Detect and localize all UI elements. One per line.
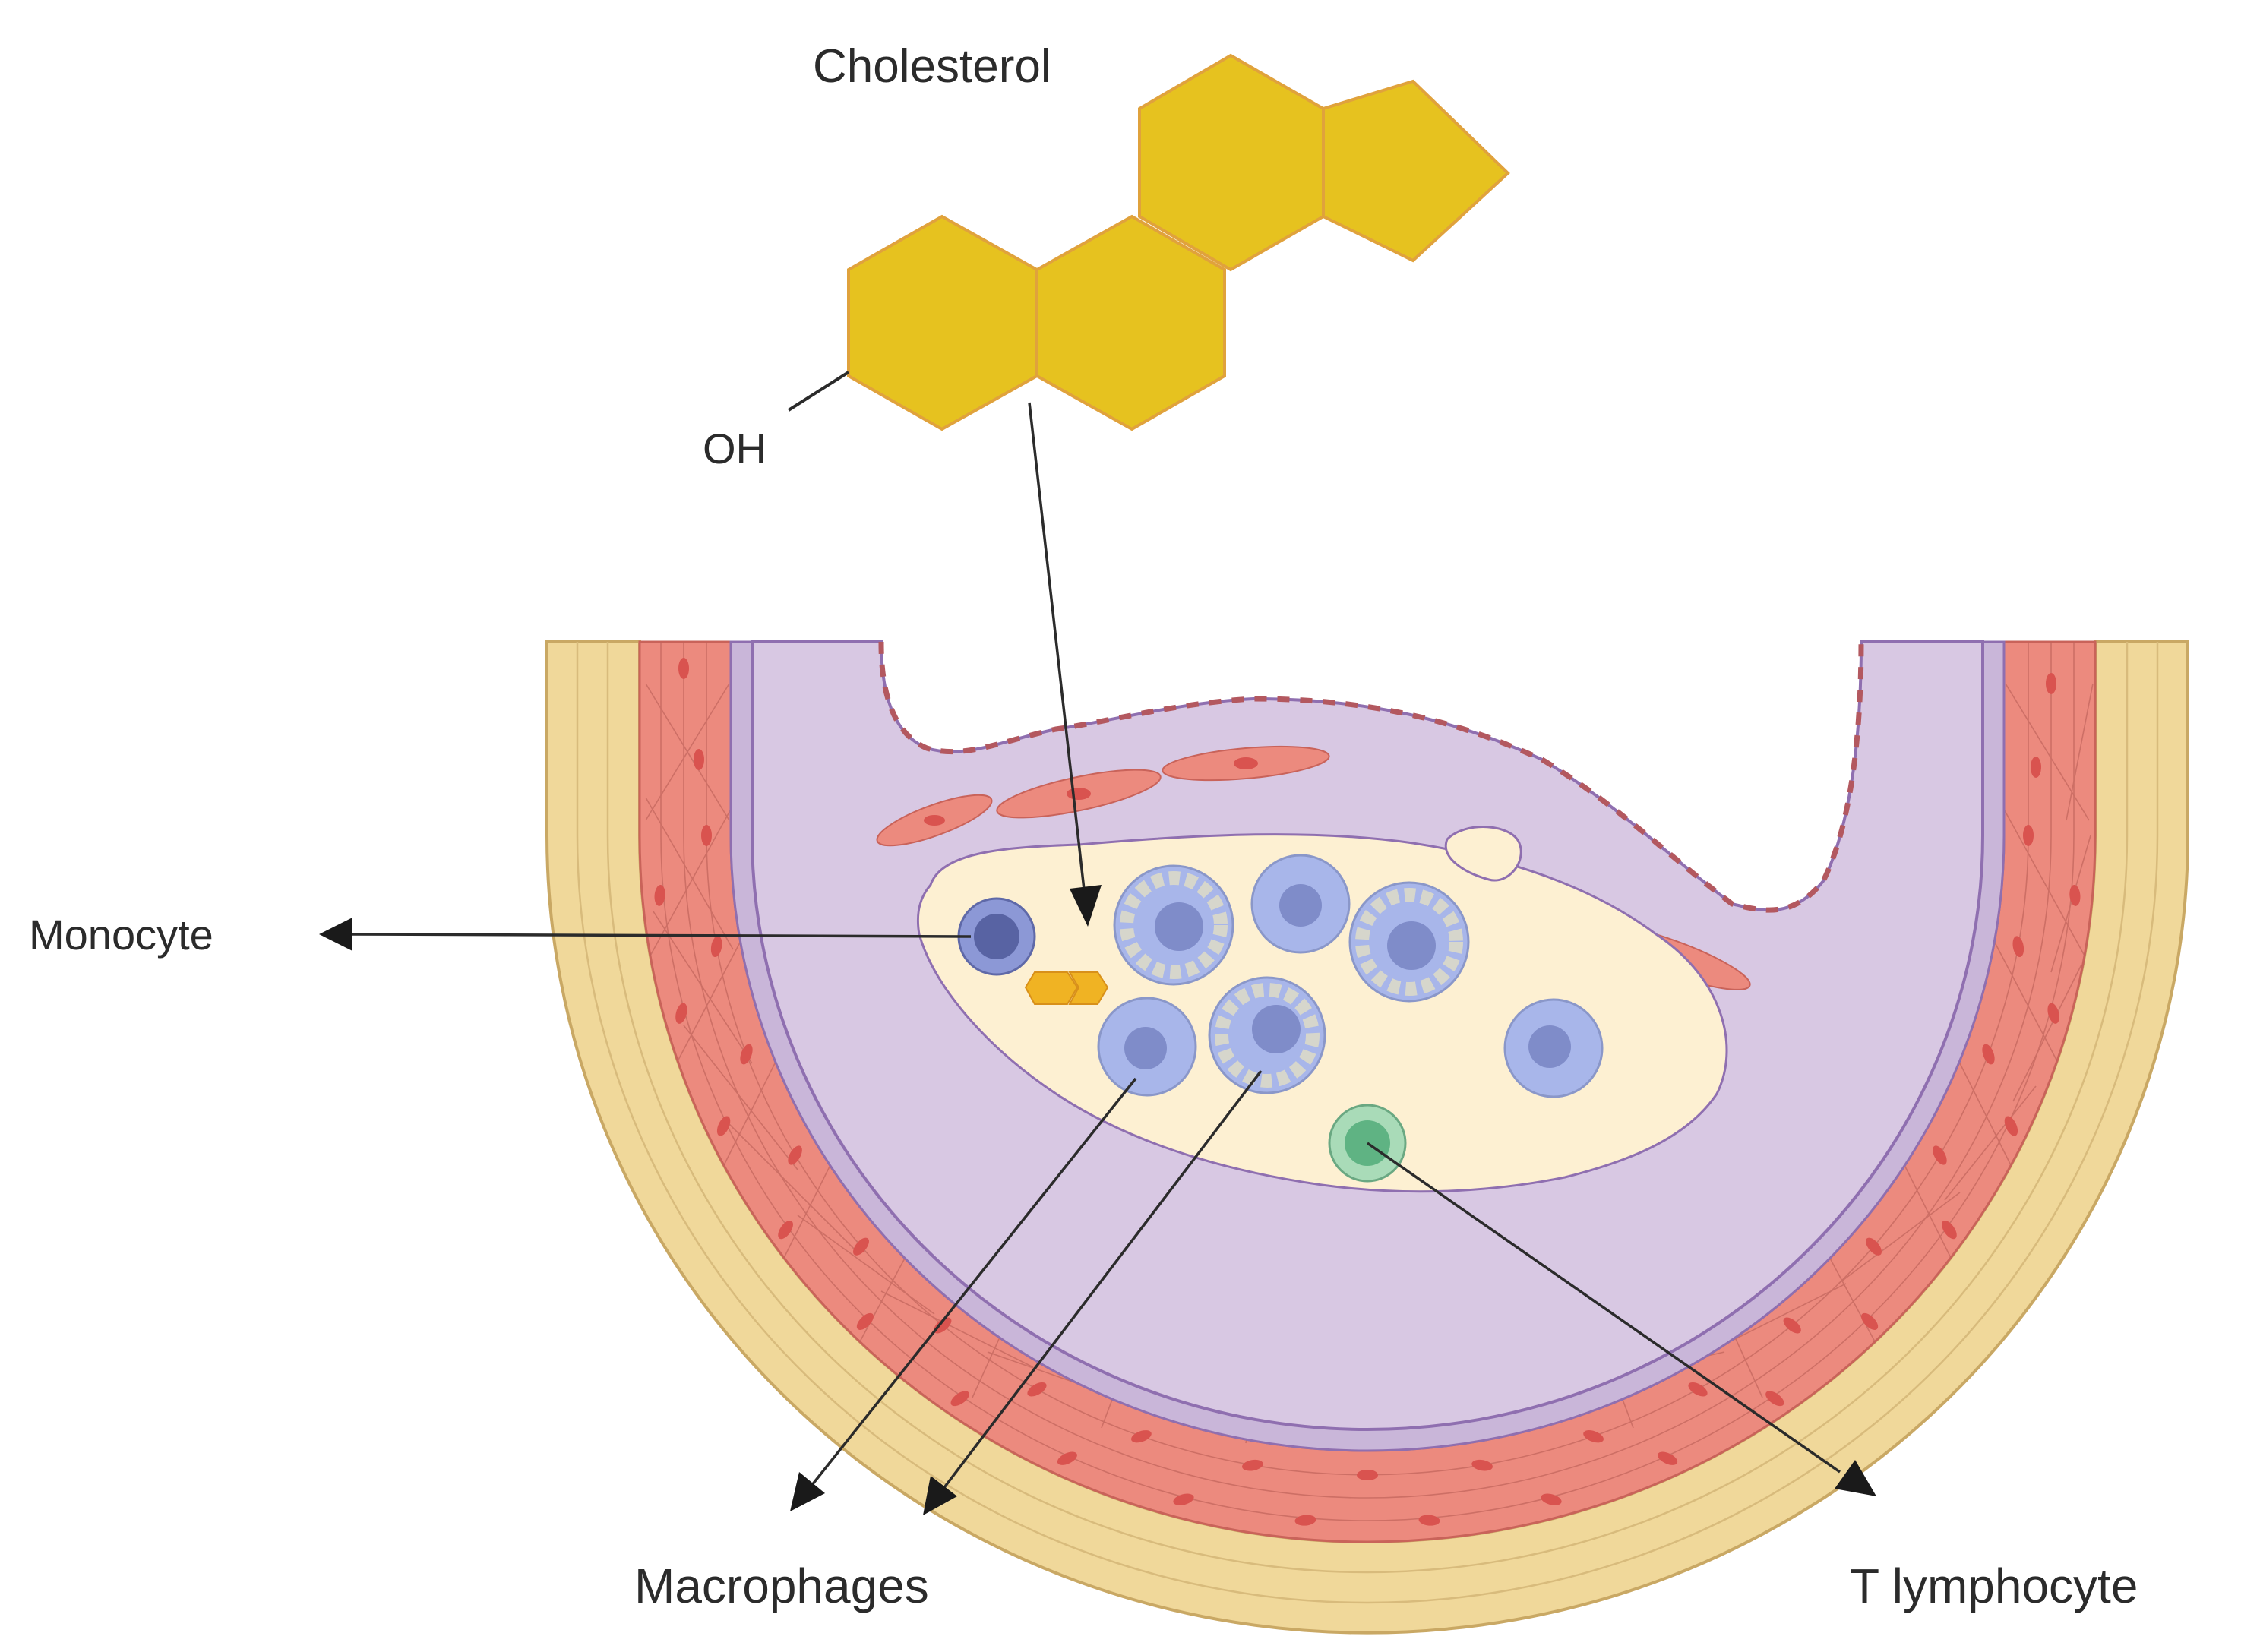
smc-nucleus	[856, 1312, 874, 1330]
smc-nucleus	[1933, 1145, 1947, 1165]
smc-nucleus	[1688, 1382, 1708, 1397]
smc-nucleus	[778, 1220, 793, 1240]
smc-nucleus	[1418, 1515, 1440, 1526]
smc-nucleus	[1861, 1312, 1879, 1330]
smc-nucleus	[675, 1003, 687, 1024]
hydroxyl-label: OH	[703, 425, 766, 472]
macrophage-cell	[1250, 854, 1351, 954]
t-lymphocyte-label: T lymphocyte	[1850, 1559, 2138, 1613]
smc-nucleus	[853, 1237, 869, 1256]
smc-nucleus	[1173, 1493, 1194, 1505]
smc-nucleus	[934, 1317, 952, 1334]
smc-nucleus	[1027, 1382, 1047, 1397]
cholesterol-arrow	[1028, 402, 1102, 927]
smc-nucleus	[2004, 1116, 2018, 1136]
cholesterol-ring-d	[1322, 79, 1510, 263]
macrophage-arrow-1	[790, 1077, 1137, 1511]
smc-nucleus	[1783, 1317, 1801, 1334]
smc-nucleus	[1357, 1470, 1378, 1480]
smc-nucleus	[716, 1116, 731, 1136]
smc-nucleus	[678, 658, 689, 679]
foam-cell	[1113, 864, 1234, 986]
smc-nucleus	[1541, 1493, 1562, 1505]
smc-nucleus	[694, 749, 704, 770]
foam-cell	[1208, 976, 1326, 1094]
foam-cell	[1348, 881, 1470, 1003]
smc-nucleus	[950, 1391, 969, 1407]
monocyte-cell	[957, 897, 1036, 976]
cells	[957, 854, 1604, 1183]
smc-nucleus	[1242, 1459, 1263, 1471]
monocyte-label: Monocyte	[29, 911, 213, 959]
cholesterol-deposit	[1024, 971, 1109, 1005]
macrophage-cell	[1503, 998, 1604, 1098]
arrows	[319, 402, 1876, 1515]
smc-nucleus	[740, 1044, 753, 1065]
macrophage-arrow-2	[923, 1069, 1263, 1515]
endothelium	[878, 641, 1864, 913]
smc-nucleus	[654, 884, 665, 906]
monocyte-arrow	[319, 918, 972, 951]
smc-nucleus	[1658, 1451, 1678, 1465]
cholesterol-label: Cholesterol	[813, 40, 1051, 93]
smc-nucleus	[2046, 673, 2056, 694]
macrophages-label: Macrophages	[634, 1559, 929, 1613]
smc-nucleus	[1471, 1459, 1493, 1471]
macrophage-cell	[1097, 997, 1197, 1097]
media-fibers	[645, 642, 2094, 1521]
smooth-muscle-nuclei	[654, 658, 2081, 1526]
smc-nucleus	[1765, 1391, 1784, 1407]
smc-nucleus	[1982, 1044, 1995, 1065]
smc-nucleus	[2031, 757, 2041, 778]
smc-nucleus	[710, 936, 722, 958]
cholesterol-ring-a	[847, 214, 1038, 431]
adventitia-fibers	[576, 642, 2159, 1604]
cholesterol-ring-b	[1035, 214, 1226, 431]
smc-nucleus	[2069, 884, 2081, 906]
smc-nucleus	[1294, 1515, 1316, 1526]
smc-nucleus	[2023, 825, 2034, 846]
lipid-pocket	[1444, 826, 1522, 882]
t-lymphocyte-arrow	[1367, 1142, 1876, 1496]
hydroxyl-bond	[787, 371, 850, 412]
smc-nucleus	[1583, 1430, 1604, 1443]
smc-nucleus	[788, 1145, 802, 1165]
cholesterol-molecule	[847, 53, 1510, 431]
smc-nucleus	[2047, 1003, 2059, 1024]
smc-nucleus	[1942, 1220, 1957, 1240]
smc-nucleus	[1866, 1237, 1882, 1256]
smc-nucleus	[2012, 936, 2024, 958]
smc-nucleus	[1131, 1430, 1152, 1443]
smc-nucleus	[701, 825, 712, 846]
smc-nucleus	[1057, 1451, 1077, 1465]
